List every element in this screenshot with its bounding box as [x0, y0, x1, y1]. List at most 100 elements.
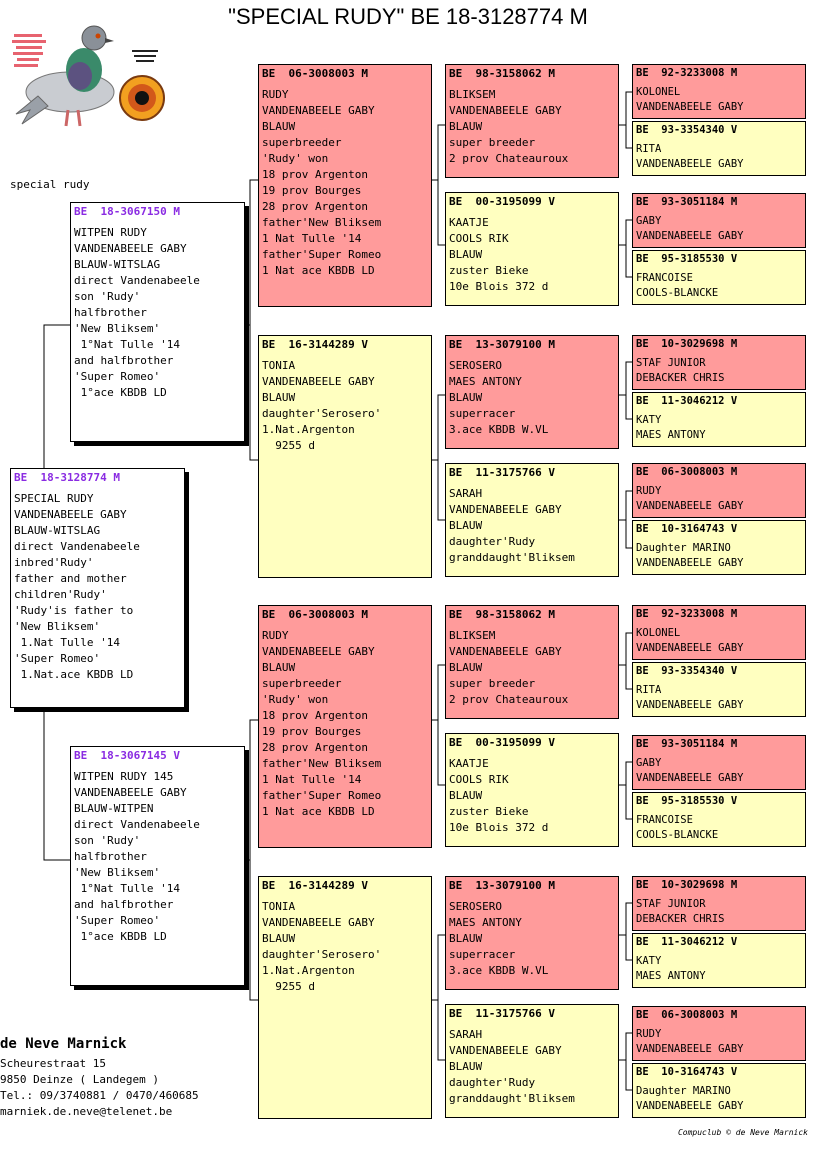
owner-info: de Neve Marnick Scheurestraat 15 9850 De…: [0, 1034, 199, 1120]
owner-phone: Tel.: 09/3740881 / 0470/460685: [0, 1089, 199, 1102]
pigeon-detail-line: BLAUW: [449, 661, 483, 674]
pigeon-detail-line: DEBACKER CHRIS: [636, 913, 725, 925]
pigeon-detail-line: BLAUW-WITPEN: [74, 802, 154, 815]
ring-number: BE 00-3195099 V: [449, 195, 555, 208]
pigeon-detail-line: and halfbrother: [74, 898, 174, 911]
pigeon-logo: [12, 25, 165, 127]
pigeon-detail-line: VANDENABEELE GABY: [636, 699, 744, 711]
pigeon-detail-line: STAF JUNIOR: [636, 357, 706, 369]
ring-number: BE 92-3233008 M: [636, 608, 738, 620]
pigeon-detail-line: BLAUW: [449, 1060, 483, 1073]
pigeon-detail-line: VANDENABEELE GABY: [74, 242, 187, 255]
pigeon-detail-line: 9255 d: [262, 980, 315, 993]
pigeon-detail-line: 9255 d: [262, 439, 315, 452]
pigeon-detail-line: VANDENABEELE GABY: [449, 503, 562, 516]
pigeon-detail-line: VANDENABEELE GABY: [262, 104, 375, 117]
pigeon-detail-line: 1°Nat Tulle '14: [74, 338, 180, 351]
pigeon-detail-line: halfbrother: [74, 850, 147, 863]
pigeon-detail-line: VANDENABEELE GABY: [636, 230, 744, 242]
pigeon-detail-line: 'Rudy' won: [262, 693, 329, 706]
pigeon-detail-line: superracer: [449, 948, 516, 961]
ring-number: BE 06-3008003 M: [262, 608, 368, 621]
pigeon-detail-line: super breeder: [449, 677, 536, 690]
pigeon-detail-line: father and mother: [14, 572, 127, 585]
pigeon-detail-line: VANDENABEELE GABY: [74, 786, 187, 799]
pigeon-detail-line: father'New Bliksem: [262, 757, 382, 770]
pigeon-detail-line: 18 prov Argenton: [262, 709, 368, 722]
pigeon-detail-line: 1 Nat Tulle '14: [262, 773, 362, 786]
pigeon-detail-line: VANDENABEELE GABY: [636, 101, 744, 113]
pigeon-detail-line: 'Super Romeo': [74, 370, 161, 383]
ring-number: BE 95-3185530 V: [636, 795, 738, 807]
ring-number: BE 98-3158062 M: [449, 608, 555, 621]
pigeon-detail-line: BLAUW: [262, 932, 296, 945]
pigeon-detail-line: KOLONEL: [636, 86, 681, 98]
footer-credit: Compuclub © de Neve Marnick: [677, 1128, 808, 1137]
pigeon-detail-line: KOLONEL: [636, 627, 681, 639]
pigeon-detail-line: BLAUW: [449, 391, 483, 404]
pigeon-detail-line: MAES ANTONY: [636, 429, 706, 441]
pigeon-detail-line: 1.Nat.Argenton: [262, 423, 355, 436]
ring-number: BE 06-3008003 M: [636, 466, 738, 478]
pigeon-detail-line: children'Rudy': [14, 588, 107, 601]
pigeon-detail-line: WITPEN RUDY: [74, 226, 147, 239]
pigeon-detail-line: VANDENABEELE GABY: [636, 158, 744, 170]
pigeon-detail-line: inbred'Rudy': [14, 556, 94, 569]
pigeon-detail-line: RITA: [636, 143, 662, 155]
pigeon-detail-line: Daughter MARINO: [636, 1085, 731, 1097]
ring-number: BE 93-3354340 V: [636, 665, 738, 677]
pigeon-detail-line: TONIA: [262, 900, 296, 913]
pigeon-detail-line: BLAUW: [262, 661, 296, 674]
pigeon-detail-line: 1 Nat ace KBDB LD: [262, 264, 375, 277]
pigeon-detail-line: father'New Bliksem: [262, 216, 382, 229]
pigeon-detail-line: 'Rudy'is father to: [14, 604, 134, 617]
ring-number: BE 11-3175766 V: [449, 466, 555, 479]
pigeon-detail-line: BLAUW: [449, 789, 483, 802]
pigeon-detail-line: 1 Nat Tulle '14: [262, 232, 362, 245]
ring-number: BE 92-3233008 M: [636, 67, 738, 79]
pigeon-detail-line: 10e Blois 372 d: [449, 280, 549, 293]
pigeon-detail-line: 2 prov Chateauroux: [449, 693, 569, 706]
pigeon-detail-line: granddaught'Bliksem: [449, 551, 575, 564]
pigeon-detail-line: 18 prov Argenton: [262, 168, 368, 181]
pigeon-detail-line: MAES ANTONY: [449, 375, 522, 388]
pigeon-detail-line: VANDENABEELE GABY: [636, 772, 744, 784]
pigeon-detail-line: RUDY: [636, 485, 662, 497]
pigeon-detail-line: VANDENABEELE GABY: [262, 916, 375, 929]
grandparent-card: BE 16-3144289 V TONIA VANDENABEELE GABY BLA…: [258, 876, 432, 1119]
owner-city: 9850 Deinze ( Landegem ): [0, 1073, 159, 1086]
ring-number: BE 10-3164743 V: [636, 523, 738, 535]
ring-number: BE 16-3144289 V: [262, 879, 368, 892]
pigeon-detail-line: 'Super Romeo': [74, 914, 161, 927]
great-great-grandparent-card: BE 92-3233008 M KOLONEL VANDENABEELE GABY: [632, 64, 806, 119]
pigeon-detail-line: daughter'Rudy: [449, 535, 536, 548]
pigeon-detail-line: direct Vandenabeele: [14, 540, 140, 553]
pigeon-detail-line: zuster Bieke: [449, 264, 529, 277]
owner-email[interactable]: marniek.de.neve@telenet.be: [0, 1105, 173, 1118]
pigeon-detail-line: VANDENABEELE GABY: [449, 645, 562, 658]
pigeon-detail-line: son 'Rudy': [74, 290, 141, 303]
pigeon-detail-line: KAATJE: [449, 757, 489, 770]
page-title: "SPECIAL RUDY" BE 18-3128774 M: [228, 4, 588, 29]
pigeon-detail-line: COOLS RIK: [449, 232, 509, 245]
pigeon-detail-line: STAF JUNIOR: [636, 898, 706, 910]
ring-number: BE 13-3079100 M: [449, 879, 555, 892]
pigeon-detail-line: 19 prov Bourges: [262, 725, 362, 738]
pigeon-detail-line: DEBACKER CHRIS: [636, 372, 725, 384]
pigeon-detail-line: BLAUW: [449, 519, 483, 532]
pigeon-detail-line: KATY: [636, 955, 662, 967]
pigeon-detail-line: daughter'Serosero': [262, 948, 382, 961]
pigeon-detail-line: 3.ace KBDB W.VL: [449, 964, 549, 977]
pigeon-detail-line: 19 prov Bourges: [262, 184, 362, 197]
pigeon-detail-line: MAES ANTONY: [449, 916, 522, 929]
pigeon-detail-line: VANDENABEELE GABY: [449, 1044, 562, 1057]
pigeon-detail-line: BLAUW: [262, 391, 296, 404]
